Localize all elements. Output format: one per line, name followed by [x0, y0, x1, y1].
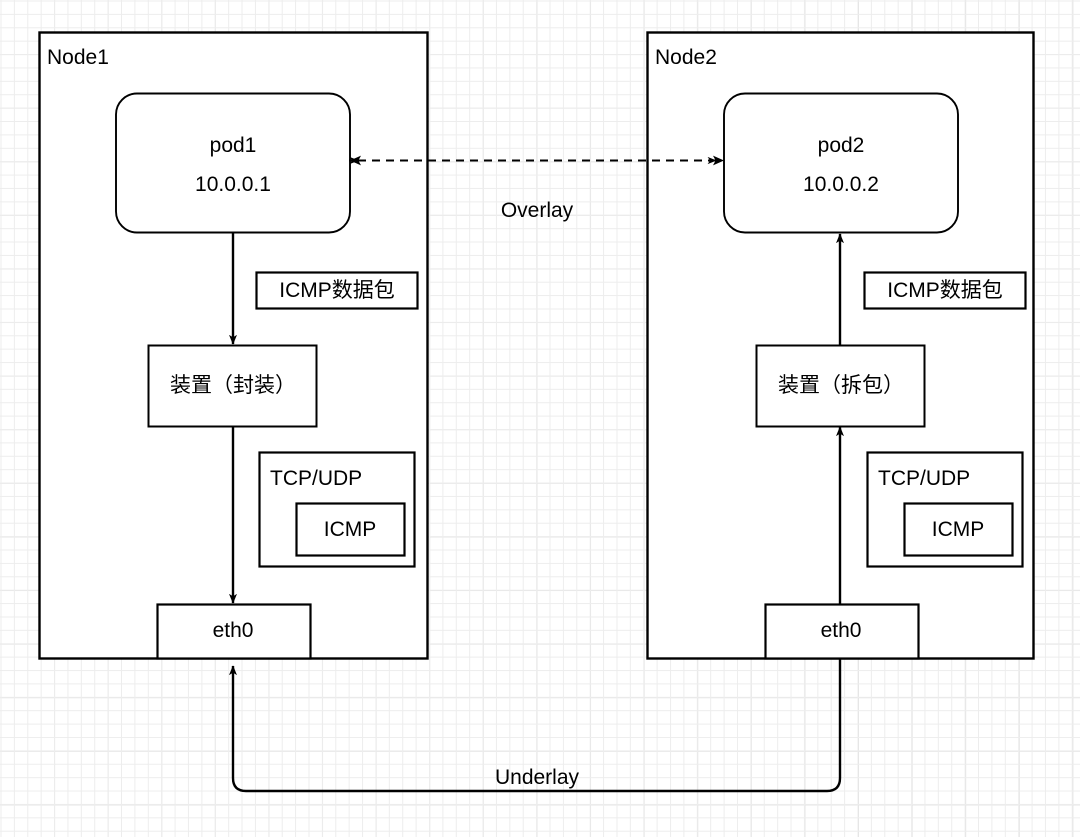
overlay-link-label: Overlay — [500, 198, 574, 222]
node1-title: Node1 — [47, 46, 109, 69]
node2-eth0-box — [764, 603, 920, 660]
node1-device-label: 装置（封装） — [170, 373, 296, 397]
node1-stack-outer-label: TCP/UDP — [270, 467, 363, 490]
node2-device-label: 装置（拆包） — [778, 373, 904, 397]
node2-stack-inner-label: ICMP — [931, 517, 985, 541]
pod2-name: pod2 — [817, 133, 865, 157]
node1-stack-inner-box — [295, 502, 406, 557]
underlay-link-label: Underlay — [494, 765, 580, 789]
node2-title: Node2 — [655, 46, 717, 69]
pod2-box — [723, 92, 959, 234]
pod1-box — [115, 92, 351, 234]
pod1-name: pod1 — [209, 133, 257, 157]
node2-packet-tag-box — [863, 271, 1027, 310]
node1-packet-tag-label: ICMP数据包 — [279, 278, 395, 302]
node1-packet-tag-box — [255, 271, 419, 310]
node2-packet-tag-label: ICMP数据包 — [887, 278, 1003, 302]
pod1-ip: 10.0.0.1 — [195, 172, 271, 196]
node2-stack-outer-label: TCP/UDP — [878, 467, 971, 490]
node1-eth0-box — [156, 603, 312, 660]
node2-device-box — [755, 344, 926, 428]
node2-stack-inner-box — [903, 502, 1014, 557]
node1-eth0-label: eth0 — [212, 618, 254, 642]
node2-eth0-label: eth0 — [820, 618, 862, 642]
pod2-ip: 10.0.0.2 — [803, 172, 879, 196]
node1-stack-inner-label: ICMP — [323, 517, 377, 541]
underlay-link-path — [229, 658, 842, 793]
